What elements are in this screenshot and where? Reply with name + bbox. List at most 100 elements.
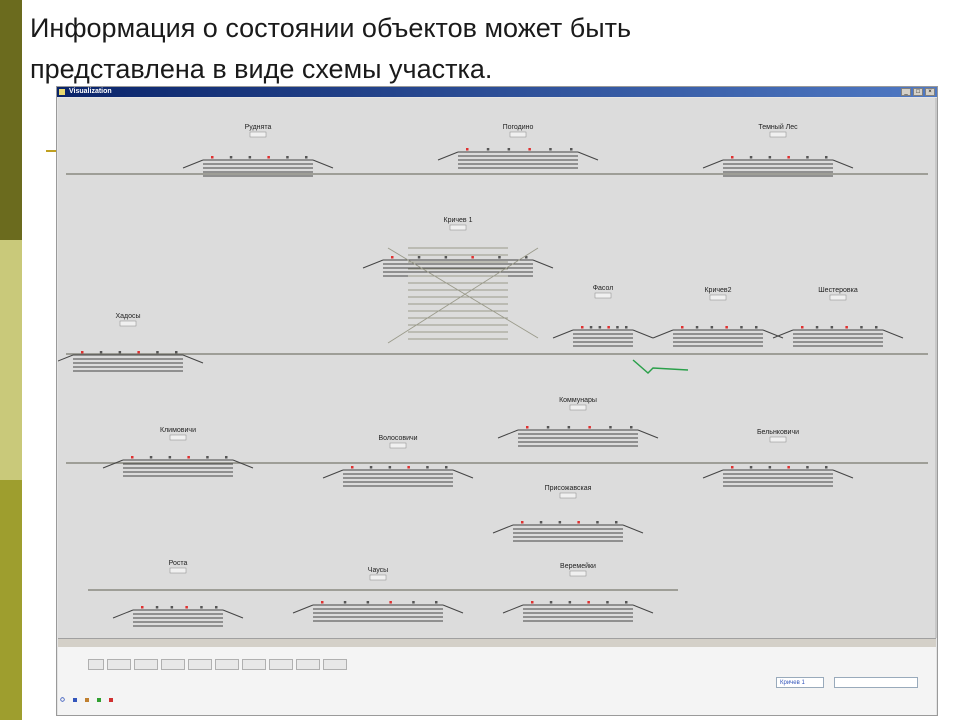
station-badge xyxy=(509,131,527,138)
station-badge xyxy=(769,436,787,443)
signal-marker xyxy=(787,466,790,469)
signal-marker xyxy=(187,456,190,459)
switch-track xyxy=(322,469,344,479)
toolbar-button-4[interactable] xyxy=(161,659,185,670)
toolbar-button-2[interactable] xyxy=(107,659,131,670)
signal-marker xyxy=(825,156,828,159)
station-badge xyxy=(449,224,467,231)
bullet-tick xyxy=(46,150,56,152)
signal-marker xyxy=(118,351,122,354)
toolbar-button-8[interactable] xyxy=(269,659,293,670)
settings-icon[interactable] xyxy=(84,697,90,703)
signal-marker xyxy=(286,156,289,159)
toolbar-button-9[interactable] xyxy=(296,659,320,670)
switch-track xyxy=(292,604,314,614)
signal-marker xyxy=(412,601,415,604)
yard-diagonal xyxy=(387,247,539,339)
decor-band-bottom xyxy=(0,480,22,720)
signal-marker xyxy=(749,156,753,159)
status-icons xyxy=(60,697,114,703)
switch-track xyxy=(702,159,724,169)
toolbar-button-5[interactable] xyxy=(188,659,212,670)
toolbar-button-1[interactable] xyxy=(88,659,104,670)
switch-track xyxy=(622,524,644,534)
switch-track xyxy=(772,329,794,339)
signal-marker xyxy=(248,156,252,159)
slide-title: Информация о состоянии объектов может бы… xyxy=(30,8,930,90)
switch-track xyxy=(632,604,654,614)
signal-marker xyxy=(598,326,602,329)
signal-marker xyxy=(321,601,324,604)
station-badge xyxy=(169,434,187,441)
signal-marker xyxy=(388,466,392,469)
alert-icon[interactable] xyxy=(108,697,114,703)
signal-marker xyxy=(206,456,209,459)
signal-marker xyxy=(471,256,474,259)
status-box[interactable] xyxy=(834,677,918,688)
signal-marker xyxy=(426,466,429,469)
minimize-button[interactable]: _ xyxy=(901,88,911,96)
signal-marker xyxy=(156,351,159,354)
station-badge xyxy=(119,320,137,327)
zoom-icon[interactable] xyxy=(72,697,78,703)
slide-title-line-2: представлена в виде схемы участка. xyxy=(30,54,493,84)
switch-track xyxy=(832,159,854,169)
signal-marker xyxy=(155,606,159,609)
switch-track xyxy=(58,354,74,362)
signal-marker xyxy=(830,326,834,329)
toolbar-button-7[interactable] xyxy=(242,659,266,670)
signal-marker xyxy=(616,326,619,329)
window-titlebar[interactable]: Visualization _ □ × xyxy=(57,87,937,97)
signal-marker xyxy=(498,256,501,259)
signal-marker xyxy=(81,351,84,354)
signal-marker xyxy=(749,466,753,469)
signal-marker xyxy=(681,326,684,329)
toolbar-button-10[interactable] xyxy=(323,659,347,670)
signal-marker xyxy=(391,256,394,259)
signal-marker xyxy=(607,326,610,329)
horizontal-scrollbar[interactable] xyxy=(58,638,936,647)
signal-marker xyxy=(200,606,203,609)
station-field[interactable]: Кричев 1 xyxy=(776,677,824,688)
maximize-button[interactable]: □ xyxy=(913,88,923,96)
signal-marker xyxy=(589,326,593,329)
station-label: Роста xyxy=(169,560,188,567)
signal-marker xyxy=(630,426,633,429)
signal-marker xyxy=(170,606,174,609)
signal-marker xyxy=(343,601,347,604)
signal-marker xyxy=(225,456,228,459)
window-title: Visualization xyxy=(69,88,112,95)
signal-marker xyxy=(521,521,524,524)
signal-marker xyxy=(466,148,469,151)
switch-track xyxy=(652,329,674,339)
signal-marker xyxy=(806,466,809,469)
vertical-scrollbar[interactable] xyxy=(935,98,937,638)
signal-marker xyxy=(389,601,392,604)
signal-marker xyxy=(875,326,878,329)
signal-marker xyxy=(549,148,552,151)
station-badge xyxy=(769,131,787,138)
signal-marker xyxy=(528,148,531,151)
close-button[interactable]: × xyxy=(925,88,935,96)
switch-track xyxy=(232,459,254,469)
signal-marker xyxy=(175,351,178,354)
bottom-panel: Кричев 1 xyxy=(58,647,936,715)
toolbar-button-3[interactable] xyxy=(134,659,158,670)
info-icon[interactable] xyxy=(96,697,102,703)
station-label: Климовичи xyxy=(160,427,196,434)
station-badge xyxy=(249,131,267,138)
signal-marker xyxy=(369,466,373,469)
station-label: Фасол xyxy=(593,285,614,292)
toolbar-button-6[interactable] xyxy=(215,659,239,670)
search-icon[interactable] xyxy=(60,697,66,703)
signal-marker xyxy=(596,521,599,524)
station-badge xyxy=(709,294,727,301)
station-label: Темный Лес xyxy=(758,123,798,131)
signal-marker xyxy=(168,456,172,459)
switch-track xyxy=(832,469,854,479)
slide-title-line-1: Информация о состоянии объектов может бы… xyxy=(30,13,632,43)
signal-marker xyxy=(568,601,572,604)
signal-marker xyxy=(577,521,580,524)
